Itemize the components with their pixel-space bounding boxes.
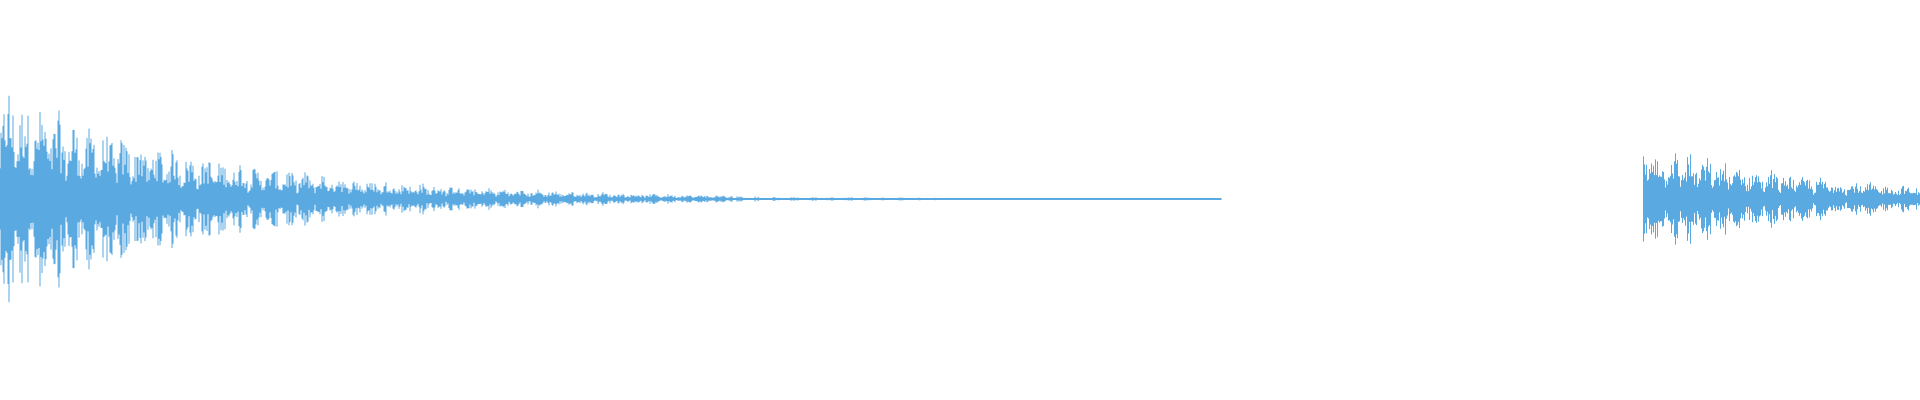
waveform-bars (0, 95, 1920, 303)
